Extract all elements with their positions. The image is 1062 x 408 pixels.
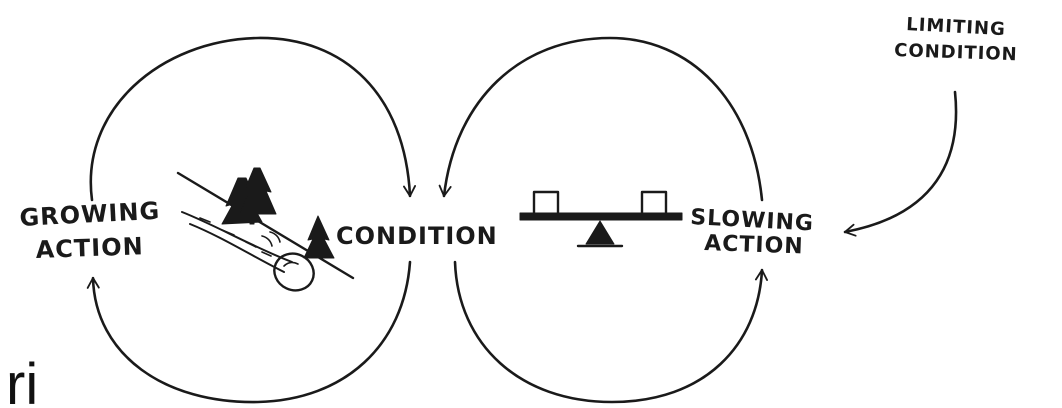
loop-arrow-to-growing-action [86,260,412,404]
reinforcing-loop [86,36,417,404]
limiting-condition-arrow [843,90,958,237]
limiting-condition-label-line2: CONDITION [894,40,1018,65]
loop-arrow-to-condition [89,36,417,202]
seesaw-balance-icon [519,190,683,248]
slowing-action-label-line2: ACTION [704,231,804,259]
condition-label: CONDITION [336,222,498,250]
growing-action-label-line1: GROWING [19,197,161,232]
growing-action-label-line2: ACTION [35,232,144,264]
tree-icon [303,215,335,259]
snowball-icon [273,252,315,292]
limiting-condition-label-line1: LIMITING [906,14,1007,40]
loop-arrow-back-to-condition [438,36,764,202]
tree-icon [221,167,277,225]
balancing-loop [438,36,768,404]
snowball-hill-icon [176,167,355,292]
cropped-text-fragment: ri [6,352,38,408]
loop-arrow-to-slowing-action [453,260,768,404]
